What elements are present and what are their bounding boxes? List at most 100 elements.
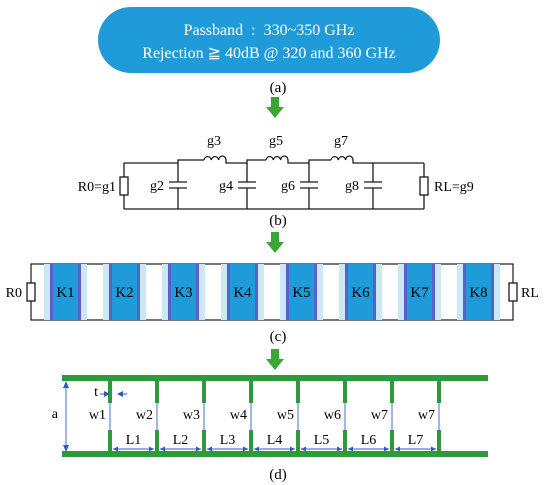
load-resistor-icon [508, 282, 518, 302]
inverter-block-body [168, 264, 199, 320]
inverter-edge [404, 264, 407, 320]
inverter-label: K1 [56, 285, 74, 301]
arrowhead-icon [104, 391, 110, 397]
arrowhead-icon [431, 446, 436, 452]
inverter-band [199, 264, 205, 320]
inverter-band [280, 264, 286, 320]
arrowhead-icon [290, 446, 295, 452]
capacitor-icon [364, 163, 382, 209]
arrowhead-icon [63, 445, 69, 452]
caption-a: (a) [270, 80, 287, 96]
inverter-edge [168, 264, 171, 320]
inverter-block: K8 [457, 264, 500, 320]
inverter-block-body [109, 264, 140, 320]
inductor-g7: g7 [330, 134, 354, 161]
spec-box [98, 7, 440, 73]
bottom-stub [202, 430, 206, 451]
inverter-label: K2 [115, 285, 133, 301]
inverter-band [103, 264, 109, 320]
inductor-icon [265, 155, 289, 161]
top-stub [155, 381, 159, 403]
inverter-band [258, 264, 264, 320]
inverter-band [435, 264, 441, 320]
inverter-label: K3 [174, 285, 192, 301]
inverter-edge [463, 264, 466, 320]
top-conductor [62, 375, 488, 381]
top-stub [390, 381, 394, 403]
bottom-stub [343, 430, 347, 451]
arrowhead-icon [196, 446, 201, 452]
w-label: w7 [371, 408, 388, 423]
inverter-edge [373, 264, 376, 320]
bottom-stub [108, 430, 112, 451]
inverter-edge [491, 264, 494, 320]
l-label: L2 [173, 433, 189, 448]
capacitor-icon [300, 163, 318, 209]
inductor-icon [203, 155, 227, 161]
inverter-edge [50, 264, 53, 320]
spec-section: Passband : 330~350 GHz Rejection ≧ 40dB … [98, 7, 440, 96]
capacitor-g4: g4 [219, 163, 256, 209]
inverter-band [457, 264, 463, 320]
arrowhead-icon [113, 446, 118, 452]
bottom-stub [437, 430, 441, 451]
inverter-label: K5 [292, 285, 310, 301]
inverter-block-body [286, 264, 317, 320]
capacitor-label: g8 [345, 179, 359, 194]
bottom-stub [390, 430, 394, 451]
inverter-label: K8 [469, 285, 487, 301]
inverter-label: K7 [410, 285, 429, 301]
arrowhead-icon [149, 446, 154, 452]
top-stub [296, 381, 300, 403]
inverter-band [81, 264, 87, 320]
w-label: w6 [324, 408, 341, 423]
stub-group [108, 381, 441, 451]
inductor-label: g3 [207, 134, 221, 149]
capacitor-g8: g8 [345, 163, 382, 209]
source-label: R0=g1 [78, 180, 116, 195]
inverter-block: K4 [221, 264, 264, 320]
top-stub [202, 381, 206, 403]
bottom-stub [296, 430, 300, 451]
inverter-block: K1 [44, 264, 87, 320]
inverter-block-body [50, 264, 81, 320]
inverter-band [140, 264, 146, 320]
inverter-band [44, 264, 50, 320]
l-label: L1 [126, 433, 142, 448]
top-stub [108, 381, 112, 403]
capacitor-icon [238, 163, 256, 209]
down-arrow-icon [266, 232, 284, 253]
inverter-band [376, 264, 382, 320]
caption-b: (b) [269, 213, 287, 229]
inductor-label: g5 [269, 134, 283, 149]
w-label: w4 [230, 408, 247, 423]
top-stub [437, 381, 441, 403]
caption-c: (c) [270, 329, 287, 345]
inverter-block-body [463, 264, 494, 320]
arrowhead-icon [63, 381, 69, 388]
inverter-band [221, 264, 227, 320]
capacitor-label: g4 [219, 179, 233, 194]
down-arrow-icon [266, 349, 284, 370]
l-label: L3 [220, 433, 236, 448]
inverter-block: K2 [103, 264, 146, 320]
inductor-g5: g5 [265, 134, 289, 161]
t-label: t [94, 385, 98, 400]
source-resistor-icon [119, 176, 129, 196]
inverter-band [162, 264, 168, 320]
bottom-stub [249, 430, 253, 451]
inverter-edge [345, 264, 348, 320]
arrowhead-icon [348, 446, 353, 452]
top-stub [249, 381, 253, 403]
inverter-block-body [345, 264, 376, 320]
inverter-edge [314, 264, 317, 320]
inverter-edge [137, 264, 140, 320]
top-stub [343, 381, 347, 403]
capacitor-g6: g6 [281, 163, 318, 209]
w-label: w1 [89, 408, 106, 423]
arrowhead-icon [207, 446, 212, 452]
inverter-block: K3 [162, 264, 205, 320]
capacitor-label: g6 [281, 179, 295, 194]
